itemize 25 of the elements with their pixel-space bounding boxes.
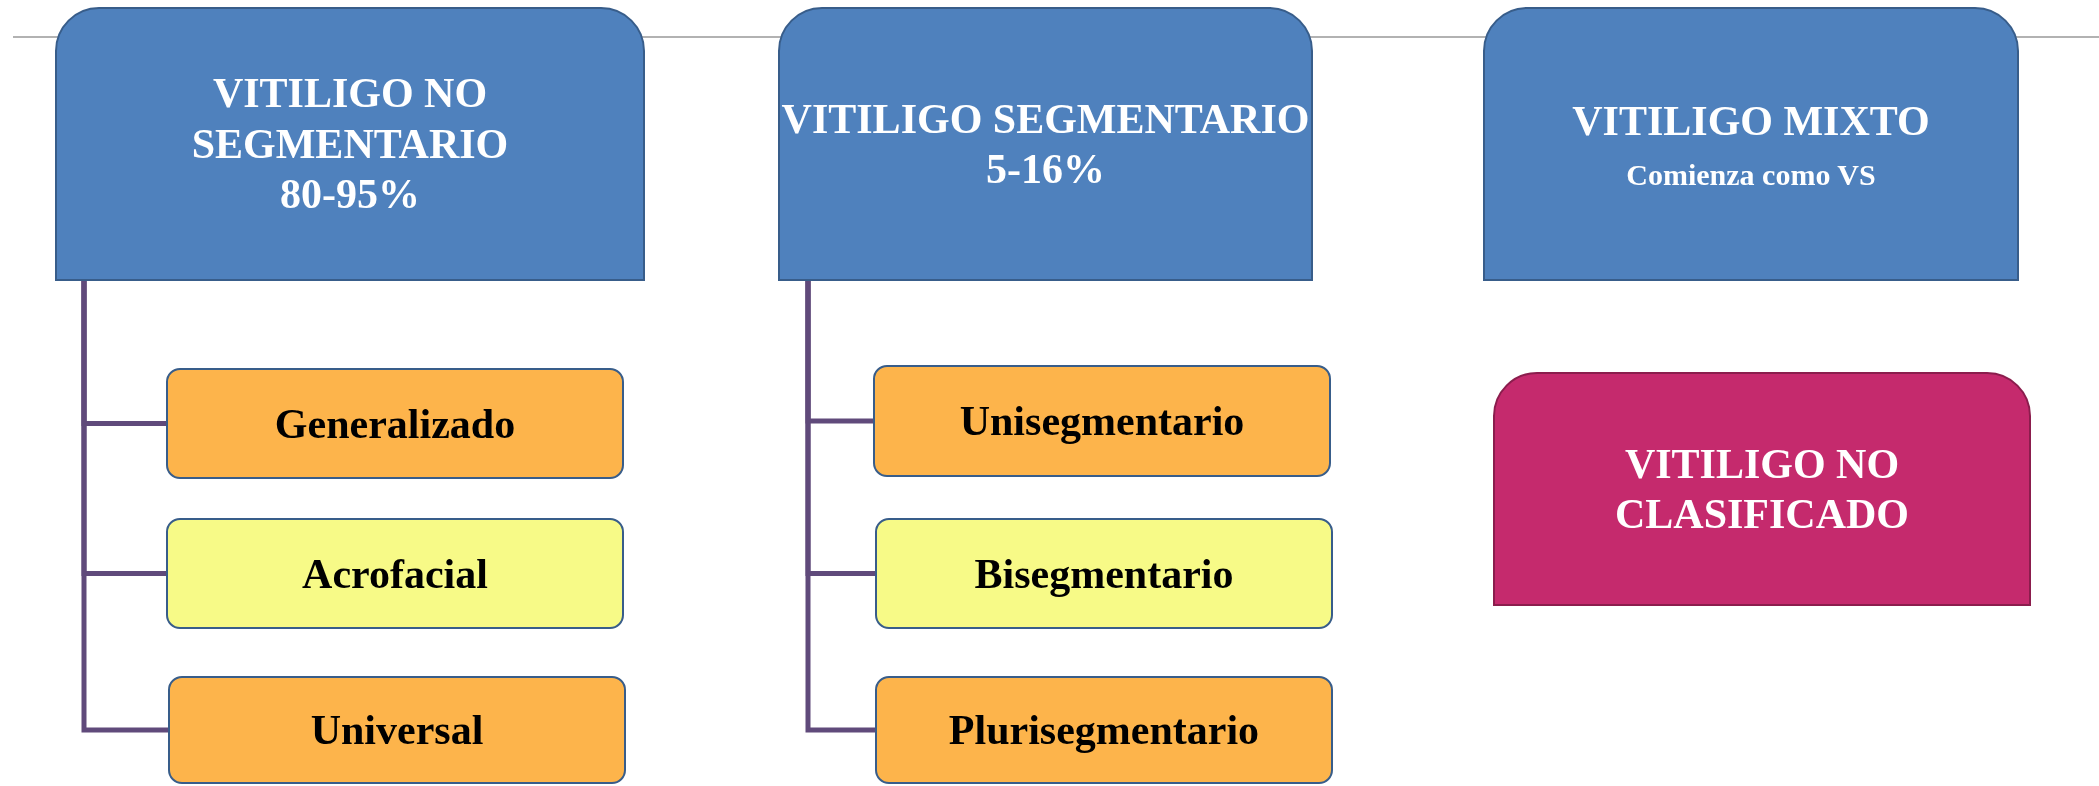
connector-line [805, 281, 875, 733]
percentage-label: 5-16% [986, 145, 1105, 194]
category-title: VITILIGO NO SEGMENTARIO [190, 69, 510, 169]
subtype-label: Unisegmentario [959, 397, 1245, 445]
category-title: VITILIGO MIXTO [1572, 96, 1930, 146]
percentage-label: 80-95% [280, 170, 420, 220]
subtype-label: Acrofacial [302, 549, 488, 598]
subtype-box [875, 518, 1333, 629]
category-tab-box [778, 7, 1313, 281]
subtype-label: Generalizado [274, 399, 516, 448]
subtype-box [168, 676, 626, 784]
category-title: VITILIGO SEGMENTARIO [781, 94, 1310, 144]
connector-line [81, 281, 168, 733]
subtype-label: Bisegmentario [974, 549, 1234, 598]
subtype-box [166, 518, 624, 629]
category-tab-box [1483, 7, 2019, 281]
subtype-box [875, 676, 1333, 784]
subtype-label: Plurisegmentario [948, 706, 1260, 754]
category-tab-box [55, 7, 645, 281]
subtype-box [873, 365, 1331, 477]
subtype-label: Universal [310, 706, 484, 754]
category-note: Comienza como VS [1626, 158, 1876, 193]
subtype-box [166, 368, 624, 479]
category-tab-box [1493, 372, 2031, 606]
category-title: VITILIGO NO CLASIFICADO [1613, 439, 1910, 539]
